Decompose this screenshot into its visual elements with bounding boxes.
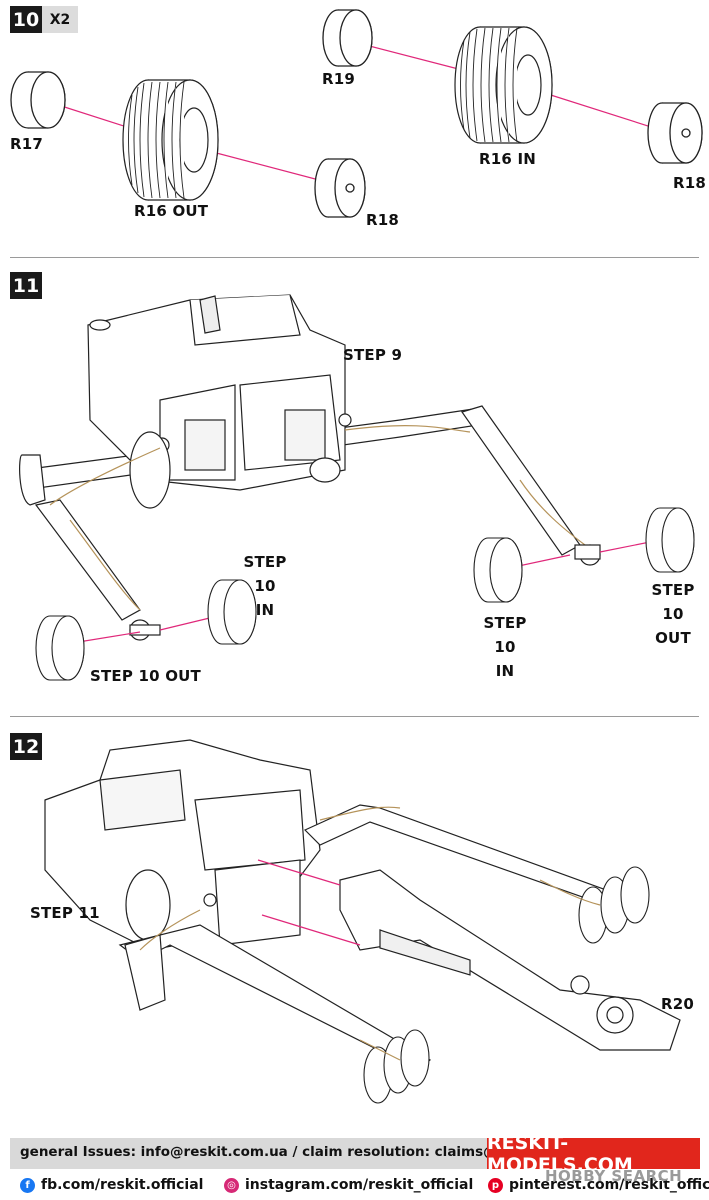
step-reference-label: STEP 10 IN [483,614,527,680]
step-reference-label: STEP 9 [343,346,403,364]
part-r16-in-tire [454,26,553,144]
part-r18-hub [647,102,703,164]
step-number-badge: 12 [10,733,42,760]
part-label-r16-out: R16 OUT [134,202,209,220]
section-divider [10,716,699,717]
part-r18-hub [314,158,366,218]
part-label-r19: R19 [322,70,356,88]
part-r20-towbar [339,869,681,1051]
wheel-group [35,507,695,681]
section-divider [10,257,699,258]
pinterest-icon: p [488,1177,503,1193]
watermark: HOBBY SEARCH [545,1167,683,1185]
part-r17 [10,71,66,129]
step-number-badge: 11 [10,272,42,299]
instagram-link[interactable]: ◎ instagram.com/reskit_official [224,1177,473,1193]
facebook-link[interactable]: f fb.com/reskit.official [20,1177,203,1193]
pinterest-link[interactable]: p pinterest.com/reskit_official [488,1177,709,1193]
step-number-badge: 10 [10,6,42,33]
part-label-r18: R18 [366,211,400,229]
part-label-r20: R20 [661,995,695,1013]
step-reference-label: STEP 10 OUT [651,581,695,647]
facebook-icon: f [20,1177,35,1193]
brand-website-link[interactable]: RESKIT-MODELS.COM [487,1132,700,1176]
pinterest-label: pinterest.com/reskit_official [509,1177,709,1193]
step-reference-label: STEP 10 OUT [90,667,201,685]
part-label-r18: R18 [673,174,707,192]
step-11-illustration [19,294,695,681]
part-label-r16-in: R16 IN [479,150,536,168]
step-10-illustration [10,9,703,218]
contact-info: general Issues: info@reskit.com.ua / cla… [20,1144,601,1160]
instagram-icon: ◎ [224,1177,239,1193]
part-r19 [322,9,373,67]
step-reference-label: STEP 10 IN [243,553,287,619]
instagram-label: instagram.com/reskit_official [245,1177,474,1193]
facebook-label: fb.com/reskit.official [41,1177,204,1193]
part-r16-out-tire [122,79,219,201]
step-12-illustration [44,739,681,1104]
tractor-body [44,739,321,951]
step-reference-label: STEP 11 [30,904,100,922]
quantity-multiplier: X2 [42,6,78,33]
part-label-r17: R17 [10,135,44,153]
